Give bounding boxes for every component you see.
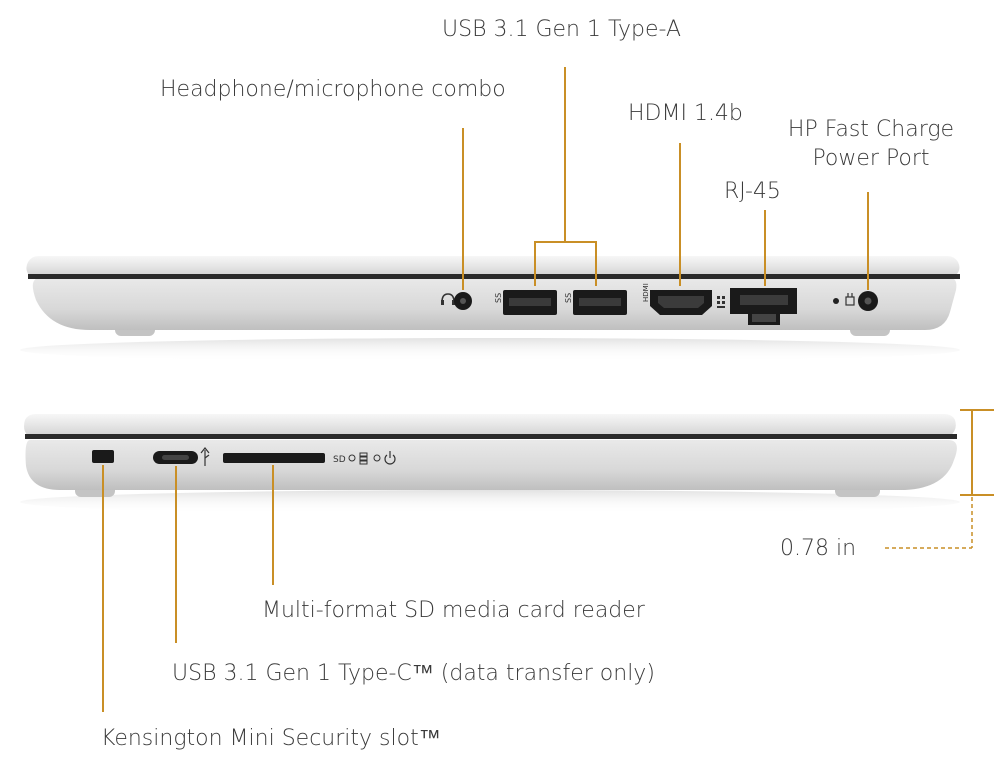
laptop-right-shadow bbox=[20, 338, 960, 362]
sd-marking: SD bbox=[333, 455, 346, 465]
laptop-right-lid bbox=[26, 256, 960, 276]
thickness-label: 0.78 in bbox=[780, 536, 857, 561]
usb-c-label: USB 3.1 Gen 1 Type-C™ (data transfer onl… bbox=[172, 661, 655, 686]
power-port-label-line2: Power Port bbox=[812, 145, 930, 171]
sd-led bbox=[348, 454, 356, 462]
hdmi-label: HDMI 1.4b bbox=[628, 101, 743, 126]
laptop-right-seam bbox=[28, 274, 960, 279]
laptop-right-side: SS SS HDMI bbox=[20, 256, 960, 362]
hdmi-marking: HDMI bbox=[642, 283, 650, 302]
leader-lines bbox=[102, 67, 994, 712]
usb-a-1-ss-marking: SS bbox=[494, 293, 503, 303]
power-port-label-line1: HP Fast Charge bbox=[787, 117, 955, 142]
usb-symbol-icon bbox=[200, 447, 210, 466]
kensington-slot bbox=[92, 450, 114, 463]
headphone-icon bbox=[441, 293, 455, 305]
laptop-right-base bbox=[32, 278, 957, 330]
laptop-left-base bbox=[25, 440, 957, 490]
laptop-left-seam bbox=[25, 434, 957, 439]
sd-reader-label: Multi-format SD media card reader bbox=[262, 598, 645, 623]
thickness-dashed-leader bbox=[885, 497, 973, 549]
drive-led bbox=[373, 454, 381, 462]
power-port-label: HP Fast Charge Power Port bbox=[776, 116, 966, 173]
power-led bbox=[833, 298, 839, 304]
sd-card-slot bbox=[223, 453, 325, 463]
network-icon bbox=[717, 296, 725, 308]
usb-a-leader-bracket bbox=[534, 241, 597, 286]
laptop-left-side: SD bbox=[20, 414, 960, 514]
laptop-left-lid bbox=[24, 414, 956, 436]
rj45-label: RJ-45 bbox=[724, 179, 781, 204]
power-icon bbox=[384, 451, 396, 465]
power-plug-icon bbox=[845, 293, 855, 306]
usb-a-2-ss-marking: SS bbox=[564, 293, 573, 303]
headphone-label: Headphone/microphone combo bbox=[160, 77, 506, 102]
laptop-left-shadow bbox=[20, 490, 960, 514]
drive-activity-icon bbox=[359, 452, 368, 465]
kensington-label: Kensington Mini Security slot™ bbox=[101, 726, 441, 751]
usb-a-label: USB 3.1 Gen 1 Type-A bbox=[442, 17, 681, 42]
